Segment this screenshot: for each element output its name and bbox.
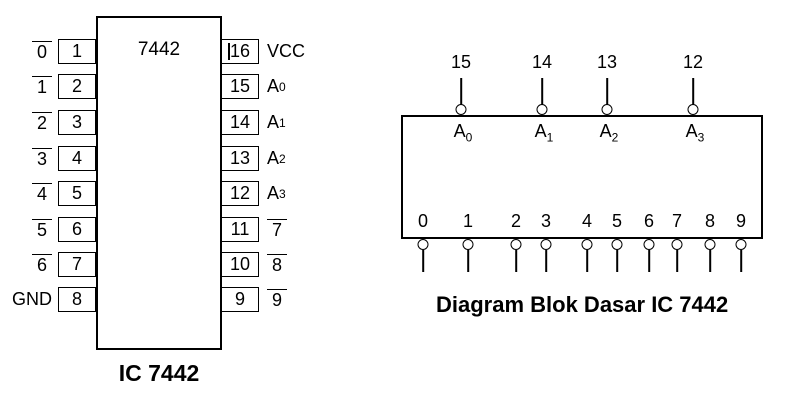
pin-function-label: 1 (0, 74, 52, 99)
block-body (401, 115, 763, 239)
pin-box: 4 (58, 146, 96, 171)
top-pin-number: 12 (682, 52, 704, 72)
pin-row: 6 7 10 8 (0, 252, 330, 277)
output-terminal-circle (462, 239, 474, 250)
output-wire (709, 250, 711, 272)
output-terminal-circle (735, 239, 747, 250)
top-pin-wire (606, 78, 608, 105)
top-pin-number: 14 (531, 52, 553, 72)
input-label: A0 (453, 121, 473, 145)
top-pin-wire (460, 78, 462, 105)
top-pin-terminal-circle (601, 104, 613, 115)
top-pin-terminal-circle (687, 104, 699, 115)
output-wire (422, 250, 424, 272)
output-wire (740, 250, 742, 272)
output-wire (545, 250, 547, 272)
pin-box: 6 (58, 217, 96, 242)
output-terminal-circle (704, 239, 716, 250)
pin-function-label: 2 (0, 110, 52, 135)
pin-function-label: 6 (0, 252, 52, 277)
top-pin-number: 13 (596, 52, 618, 72)
pin-function-label: GND (12, 289, 52, 309)
top-pin-terminal-circle (536, 104, 548, 115)
text-cursor (228, 43, 230, 60)
chip-label: 7442 (137, 39, 181, 60)
pin-box: 15 (221, 74, 259, 99)
pin-box: 11 (221, 217, 259, 242)
output-terminal-circle (581, 239, 593, 250)
pin-row: 5 6 11 7 (0, 217, 330, 242)
pin-function-label: 0 (0, 39, 52, 64)
output-terminal-circle (643, 239, 655, 250)
pin-row: 0 1 16 VCC (0, 39, 330, 64)
pin-box: 13 (221, 146, 259, 171)
top-pin-wire (541, 78, 543, 105)
pin-box: 12 (221, 181, 259, 206)
output-number: 0 (417, 211, 429, 231)
output-terminal-circle (510, 239, 522, 250)
pin-function-label: VCC (267, 41, 306, 61)
pin-box: 3 (58, 110, 96, 135)
input-label: A3 (685, 121, 705, 145)
pin-box: 16 (221, 39, 259, 64)
output-wire (586, 250, 588, 272)
output-terminal-circle (540, 239, 552, 250)
ic-chip-body: 7442 (96, 16, 222, 350)
output-wire (467, 250, 469, 272)
output-number: 2 (510, 211, 522, 231)
output-number: 8 (704, 211, 716, 231)
pinout-caption: IC 7442 (118, 360, 200, 386)
output-terminal-circle (417, 239, 429, 250)
top-pin-terminal-circle (455, 104, 467, 115)
output-number: 4 (581, 211, 593, 231)
output-terminal-circle (611, 239, 623, 250)
output-terminal-circle (671, 239, 683, 250)
output-number: 9 (735, 211, 747, 231)
pin-function-label: 7 (267, 217, 327, 242)
top-pin-number: 15 (450, 52, 472, 72)
output-wire (676, 250, 678, 272)
pin-row: GND 8 9 9 (0, 287, 330, 312)
output-wire (648, 250, 650, 272)
output-number: 7 (671, 211, 683, 231)
output-number: 3 (540, 211, 552, 231)
pin-function-label: 9 (267, 287, 327, 312)
pin-box: 10 (221, 252, 259, 277)
input-label: A2 (599, 121, 619, 145)
pin-box: 1 (58, 39, 96, 64)
top-pin-wire (692, 78, 694, 105)
block-caption: Diagram Blok Dasar IC 7442 (436, 292, 729, 317)
pin-box: 7 (58, 252, 96, 277)
output-number: 5 (611, 211, 623, 231)
pin-function-label: 8 (267, 252, 327, 277)
pin-box: 14 (221, 110, 259, 135)
output-number: 6 (643, 211, 655, 231)
pin-function-label: 5 (0, 217, 52, 242)
pin-box: 5 (58, 181, 96, 206)
output-wire (515, 250, 517, 272)
input-label: A1 (534, 121, 554, 145)
output-wire (616, 250, 618, 272)
output-number: 1 (462, 211, 474, 231)
pin-function-label: 3 (0, 146, 52, 171)
pin-box: 9 (221, 287, 259, 312)
pin-box: 8 (58, 287, 96, 312)
pin-box: 2 (58, 74, 96, 99)
pin-function-label: 4 (0, 181, 52, 206)
